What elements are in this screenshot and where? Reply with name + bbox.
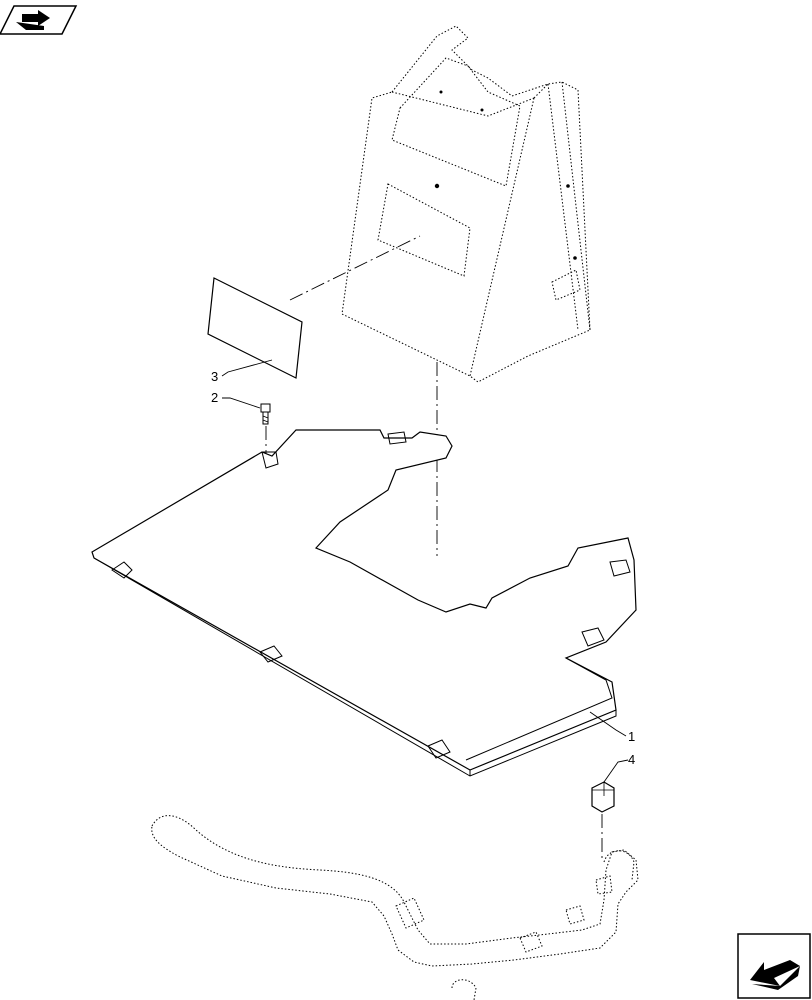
hose-assembly: [151, 815, 639, 1000]
decal: [207, 277, 303, 379]
view-direction-icon[interactable]: [0, 5, 78, 35]
callout-1: 1: [628, 729, 635, 744]
callout-2: 2: [211, 390, 218, 405]
callout-3: 3: [211, 369, 218, 384]
leader-2: [222, 397, 261, 409]
next-page-arrow-icon[interactable]: [737, 933, 811, 999]
console-cover: [341, 25, 591, 383]
leader-3: [221, 359, 273, 377]
leader-lines: [221, 359, 629, 783]
decal-centerline: [289, 235, 421, 301]
leader-1: [589, 711, 627, 737]
callout-4: 4: [628, 752, 635, 767]
nut: [591, 781, 615, 813]
screw: [260, 403, 271, 425]
floor-mat: [91, 429, 637, 777]
leader-4: [603, 759, 629, 783]
